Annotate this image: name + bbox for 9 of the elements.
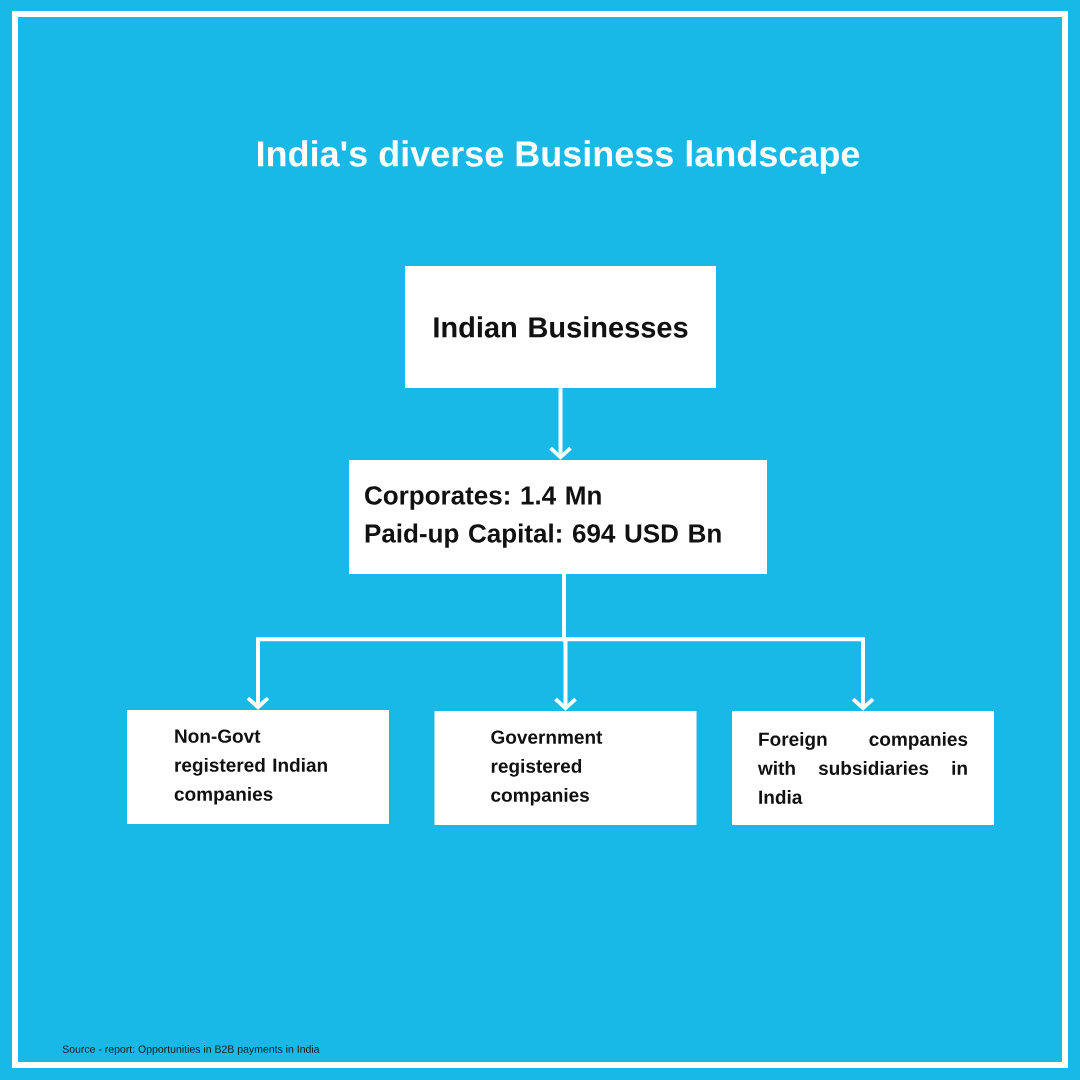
summary-box: Corporates: 1.4 Mn Paid-up Capital: 694 USD Bn — [349, 460, 767, 574]
source-note: Source - report: Opportunities in B2B payments in India — [62, 1045, 320, 1055]
title: India's diverse Business landscape — [258, 140, 860, 174]
top-box: Indian Businesses — [405, 266, 716, 388]
arrow — [562, 574, 875, 711]
category-box: Non-Govt registered Indian companies — [127, 710, 389, 824]
category-box: Foreign companies with subsidiaries in India — [732, 711, 994, 825]
category-box: Government registered companies — [434, 711, 697, 825]
arrow — [549, 388, 572, 460]
